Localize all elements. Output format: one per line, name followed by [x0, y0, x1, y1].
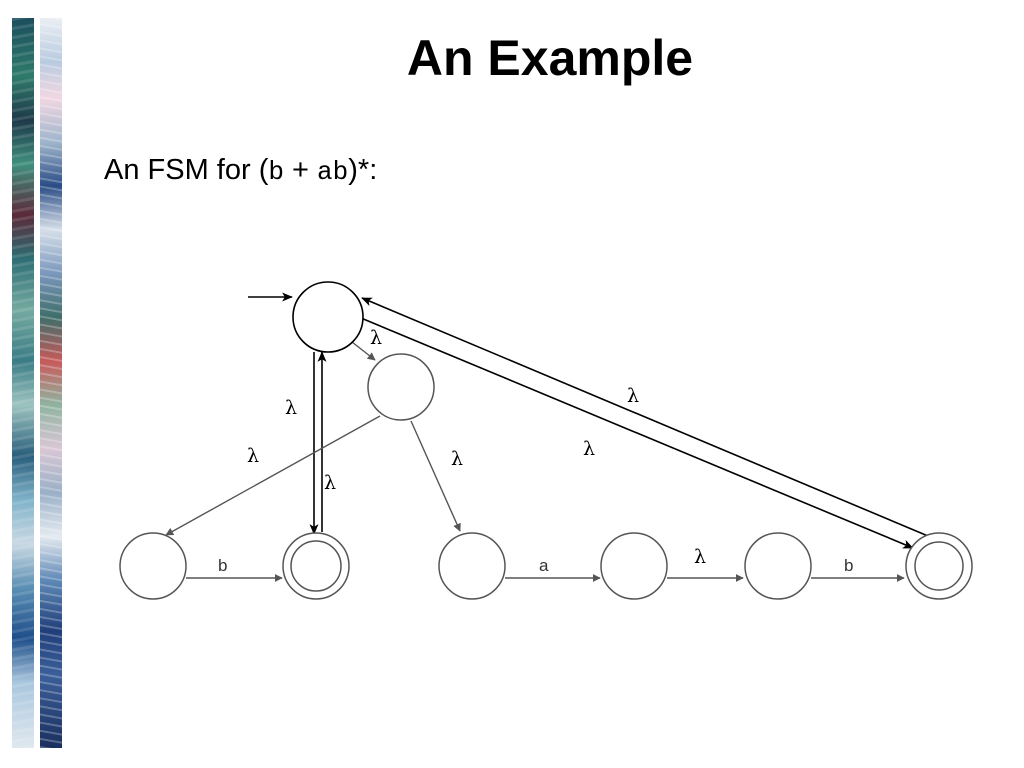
- subtitle-expr-ab: ab: [317, 157, 349, 187]
- subtitle-prefix: An FSM for (: [104, 154, 269, 186]
- edge-start-to-split: [351, 341, 376, 361]
- label-split-to-b-in: λ: [247, 445, 259, 467]
- slide-subtitle: An FSM for (b + ab)*:: [104, 150, 377, 192]
- label-start-to-b-out: λ: [324, 472, 336, 494]
- state-final-accepting: [905, 532, 973, 600]
- state-b-out-inner-ring: [290, 540, 342, 592]
- subtitle-plus: +: [283, 154, 318, 186]
- label-b2-in-to-final: b: [844, 556, 853, 575]
- state-a-in: [438, 532, 506, 600]
- edge-start-to-final: [360, 317, 914, 549]
- label-start-to-split: λ: [370, 327, 382, 349]
- label-split-to-a-in: λ: [451, 448, 463, 470]
- state-b-in: [119, 532, 187, 600]
- subtitle-suffix: )*:: [348, 154, 378, 186]
- edge-final-to-start: [361, 297, 929, 537]
- label-start-to-final: λ: [583, 438, 595, 460]
- decorative-strip-right: [40, 18, 62, 748]
- label-a-in-to-a-out: a: [539, 556, 549, 575]
- decorative-strip-left: [12, 18, 34, 748]
- label-a-out-to-b2-in: λ: [694, 546, 706, 568]
- state-final-inner-ring: [914, 541, 964, 591]
- slide-title: An Example: [406, 30, 694, 86]
- state-b2-in: [744, 532, 812, 600]
- label-b-out-to-start: λ: [285, 397, 297, 419]
- label-final-to-start: λ: [627, 385, 639, 407]
- edge-split-to-b-in: [165, 415, 381, 536]
- label-b-in-to-b-out: b: [218, 556, 227, 575]
- state-b-out-accepting: [282, 532, 350, 600]
- state-split: [367, 353, 435, 421]
- subtitle-expr-b: b: [268, 157, 284, 187]
- edge-split-to-a-in: [410, 420, 461, 532]
- state-a-out: [600, 532, 668, 600]
- state-start: [292, 281, 364, 353]
